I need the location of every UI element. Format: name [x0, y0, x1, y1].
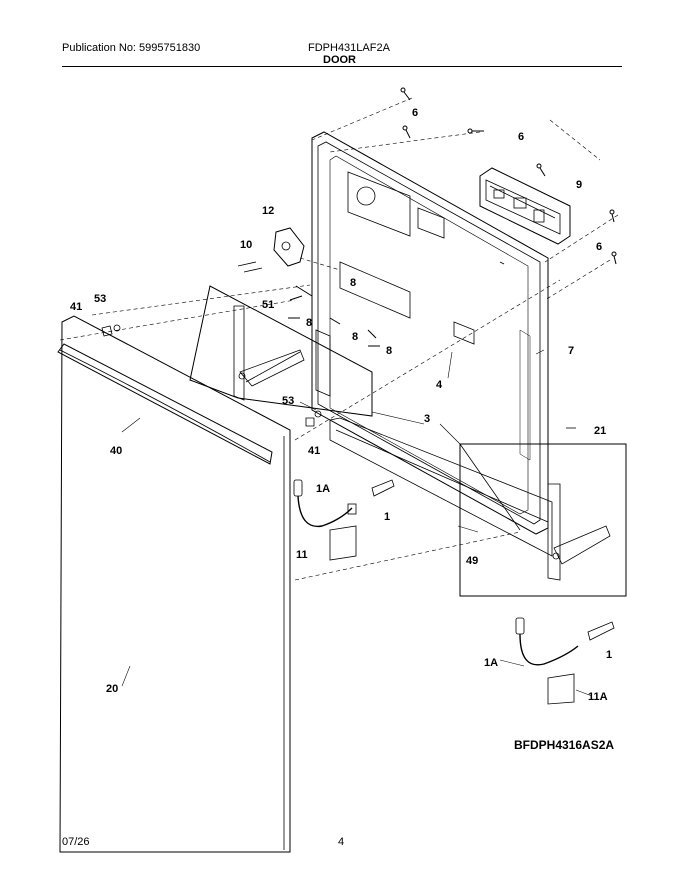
callout-41: 41: [308, 445, 320, 457]
publication-number: Publication No: 5995751830: [62, 42, 201, 54]
diagram-code: BFDPH4316AS2A: [514, 738, 615, 752]
footer-date: 07/26: [62, 836, 90, 848]
hinge-callout-box-right: [459, 443, 627, 597]
callout-1A: 1A: [316, 483, 330, 495]
callout-12: 12: [262, 205, 274, 217]
callout-10: 10: [240, 239, 252, 251]
page-number: 4: [338, 836, 345, 848]
assembly-guide-lines: [59, 97, 619, 581]
section-title: DOOR: [323, 54, 356, 66]
callout-51: 51: [262, 299, 274, 311]
callout-11A: 11A: [588, 691, 608, 703]
callout-21: 21: [594, 425, 606, 437]
callout-3: 3: [424, 413, 430, 425]
callout-20: 20: [106, 683, 118, 695]
callout-53: 53: [282, 395, 294, 407]
callout-7: 7: [568, 345, 574, 357]
callout-8: 8: [386, 345, 392, 357]
hinge-callout-box-left: [189, 285, 373, 417]
model-number: FDPH431LAF2A: [308, 42, 390, 54]
callout-49: 49: [466, 555, 478, 567]
callout-1: 1: [384, 511, 390, 523]
callout-8: 8: [306, 317, 312, 329]
hinge-cable-assembly-lower: [515, 617, 615, 705]
callout-9: 9: [576, 179, 582, 191]
callout-1: 1: [606, 649, 612, 661]
screws-8: [288, 285, 380, 347]
callout-11: 11: [296, 549, 308, 561]
callout-53: 53: [94, 293, 106, 305]
callout-6: 6: [412, 107, 418, 119]
lower-bracket: [329, 417, 553, 557]
callout-8: 8: [350, 277, 356, 289]
callout-40: 40: [110, 445, 122, 457]
callout-1A: 1A: [484, 657, 498, 669]
callout-4: 4: [436, 379, 443, 391]
callout-41: 41: [70, 301, 82, 313]
callout-6: 6: [518, 131, 524, 143]
hinge-cable-assembly-upper: [293, 479, 395, 561]
control-board: [479, 167, 571, 245]
outer-door-front: [57, 315, 291, 853]
header-rule: [62, 66, 622, 67]
door-latch: [237, 227, 305, 273]
callout-leaders: [121, 349, 593, 697]
callout-8: 8: [352, 331, 358, 343]
screws-6: [400, 87, 617, 265]
callout-6: 6: [596, 241, 602, 253]
